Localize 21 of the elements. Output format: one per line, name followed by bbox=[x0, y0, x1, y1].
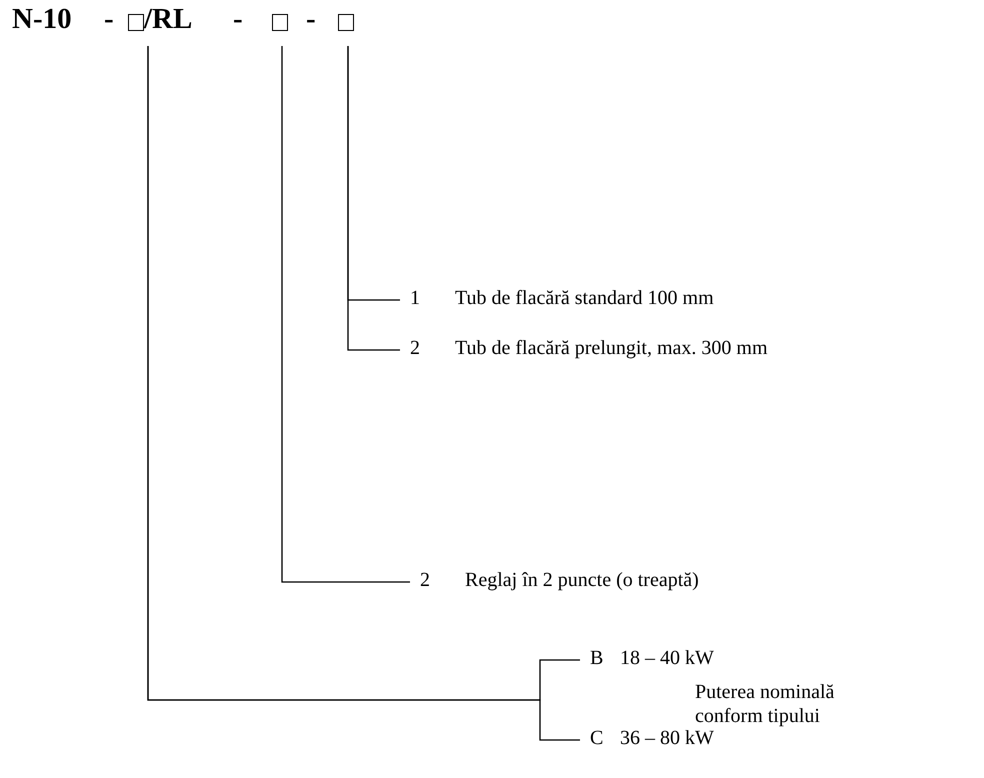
code-placeholder-box bbox=[272, 14, 288, 31]
type-code-part: N-10 bbox=[12, 3, 72, 36]
code-placeholder-box bbox=[128, 14, 144, 31]
type-code-part: - bbox=[306, 3, 316, 36]
option-code: 2 bbox=[420, 569, 430, 592]
leader-line bbox=[347, 46, 400, 351]
code-placeholder-box bbox=[338, 14, 354, 31]
option-description: Tub de flacără prelungit, max. 300 mm bbox=[455, 337, 768, 360]
leader-line bbox=[281, 46, 410, 583]
option-code: B bbox=[590, 647, 604, 670]
option-description: 36 – 80 kW bbox=[620, 727, 714, 750]
type-code-part: /RL bbox=[144, 3, 192, 36]
option-code: C bbox=[590, 727, 604, 750]
option-code: 2 bbox=[410, 337, 420, 360]
note-text: Puterea nominală conform tipului bbox=[695, 680, 836, 728]
option-description: Reglaj în 2 puncte (o treaptă) bbox=[465, 569, 699, 592]
type-code-part: - bbox=[233, 3, 243, 36]
type-code-part: - bbox=[104, 3, 114, 36]
option-description: 18 – 40 kW bbox=[620, 647, 714, 670]
option-code: 1 bbox=[410, 287, 420, 310]
option-description: Tub de flacără standard 100 mm bbox=[455, 287, 714, 310]
